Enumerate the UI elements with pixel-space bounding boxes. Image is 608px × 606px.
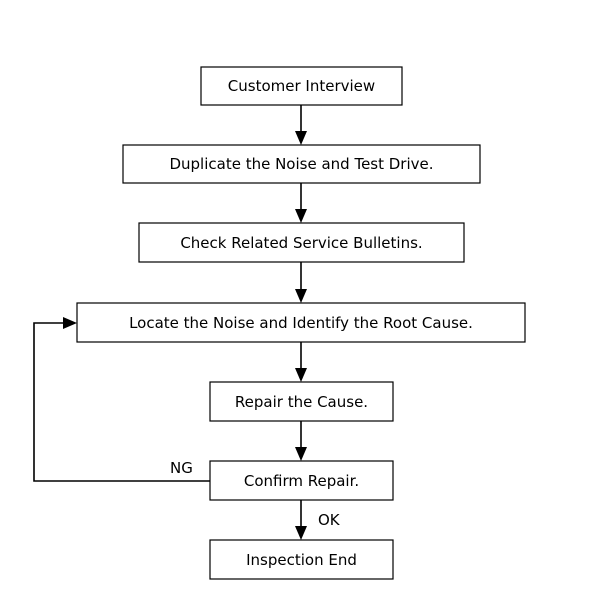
arrow-bulletins-to-locate [295, 262, 307, 303]
step-label: Locate the Noise and Identify the Root C… [129, 314, 473, 332]
edge-label-ng: NG [170, 459, 193, 477]
step-customer-interview: Customer Interview [200, 66, 403, 106]
arrow-repair-to-confirm [295, 421, 307, 461]
step-label: Duplicate the Noise and Test Drive. [169, 155, 433, 173]
step-duplicate-noise: Duplicate the Noise and Test Drive. [122, 144, 481, 184]
step-label: Check Related Service Bulletins. [180, 234, 422, 252]
step-label: Inspection End [246, 551, 357, 569]
arrow-confirm-to-end [295, 500, 307, 540]
arrow-locate-to-repair [295, 342, 307, 382]
step-label: Customer Interview [228, 77, 375, 95]
step-confirm-repair: Confirm Repair. [209, 460, 394, 501]
step-label: Repair the Cause. [235, 393, 368, 411]
step-repair-cause: Repair the Cause. [209, 381, 394, 422]
step-inspection-end: Inspection End [209, 539, 394, 580]
step-locate-noise: Locate the Noise and Identify the Root C… [76, 302, 526, 343]
arrow-duplicate-to-bulletins [295, 183, 307, 223]
step-check-bulletins: Check Related Service Bulletins. [138, 222, 465, 263]
arrow-interview-to-duplicate [295, 105, 307, 145]
edge-label-ok: OK [318, 511, 341, 529]
step-label: Confirm Repair. [244, 472, 359, 490]
arrow-confirm-loop-back [33, 317, 210, 482]
